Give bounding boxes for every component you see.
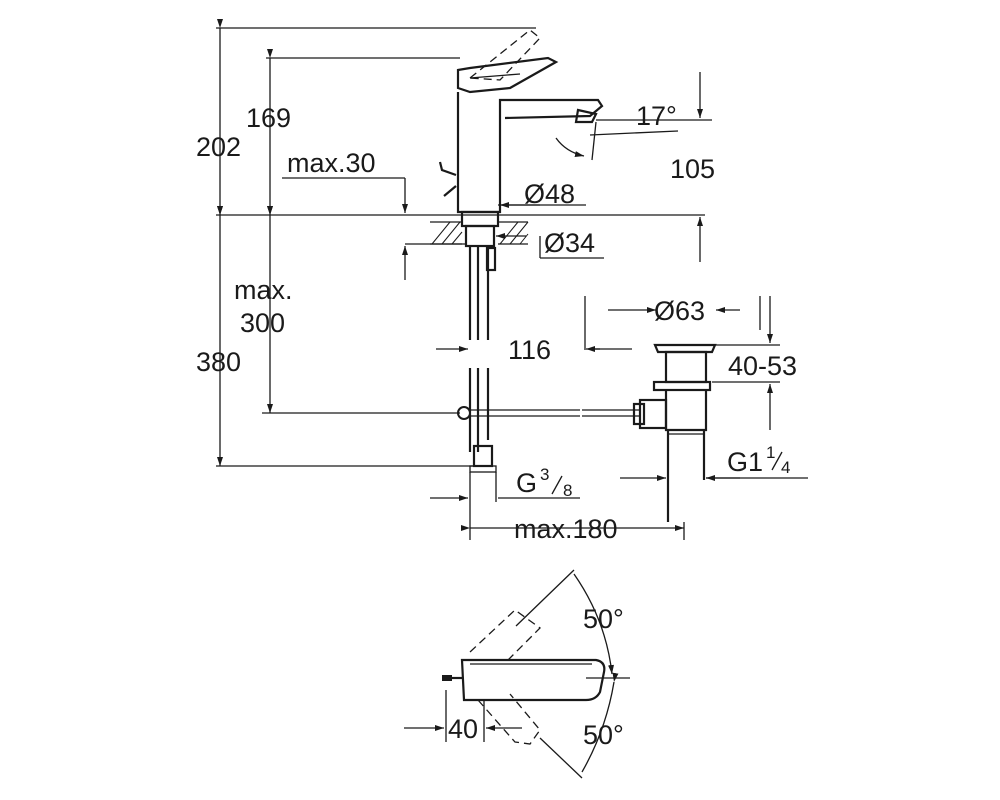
label-116: 116 (508, 335, 551, 365)
popup-waste (632, 343, 717, 522)
supply-connector (472, 444, 494, 468)
label-300: 300 (240, 308, 285, 338)
label-g38-main: G (516, 468, 537, 498)
label-40: 40 (448, 714, 478, 744)
label-380: 380 (196, 347, 241, 377)
label-max-180: max.180 (514, 514, 618, 544)
popup-rod (438, 161, 457, 197)
label-angle-17: 17° (636, 101, 677, 131)
label-dia-34: Ø34 (544, 228, 595, 258)
label-angle-50-top: 50° (583, 604, 624, 634)
label-169: 169 (246, 103, 291, 133)
lever-raised-outline (468, 29, 541, 81)
label-g38-denominator: 8 (563, 481, 572, 500)
lever (456, 56, 559, 94)
label-max30: max.30 (287, 148, 376, 178)
faucet-top-view (404, 569, 630, 779)
label-202: 202 (196, 132, 241, 162)
label-angle-50-bottom: 50° (583, 720, 624, 750)
lever-top (460, 658, 606, 702)
spout-outlet (574, 108, 598, 124)
label-dia-63: Ø63 (654, 296, 705, 326)
label-g1-denominator: 4 (781, 458, 790, 477)
counter-hatch (430, 221, 529, 245)
label-40-53: 40-53 (728, 351, 797, 381)
faucet-side-view (216, 29, 705, 473)
dimension-labels: 202 169 max.30 17° 105 Ø48 Ø34 max. 300 … (196, 101, 797, 750)
label-g38-numerator: 3 (540, 465, 549, 484)
dimension-lines (216, 19, 808, 540)
label-max: max. (234, 275, 293, 305)
label-g1-main: G1 (727, 447, 763, 477)
label-dia-48: Ø48 (524, 179, 575, 209)
label-g1-numerator: 1 (766, 443, 775, 462)
label-105: 105 (670, 154, 715, 184)
